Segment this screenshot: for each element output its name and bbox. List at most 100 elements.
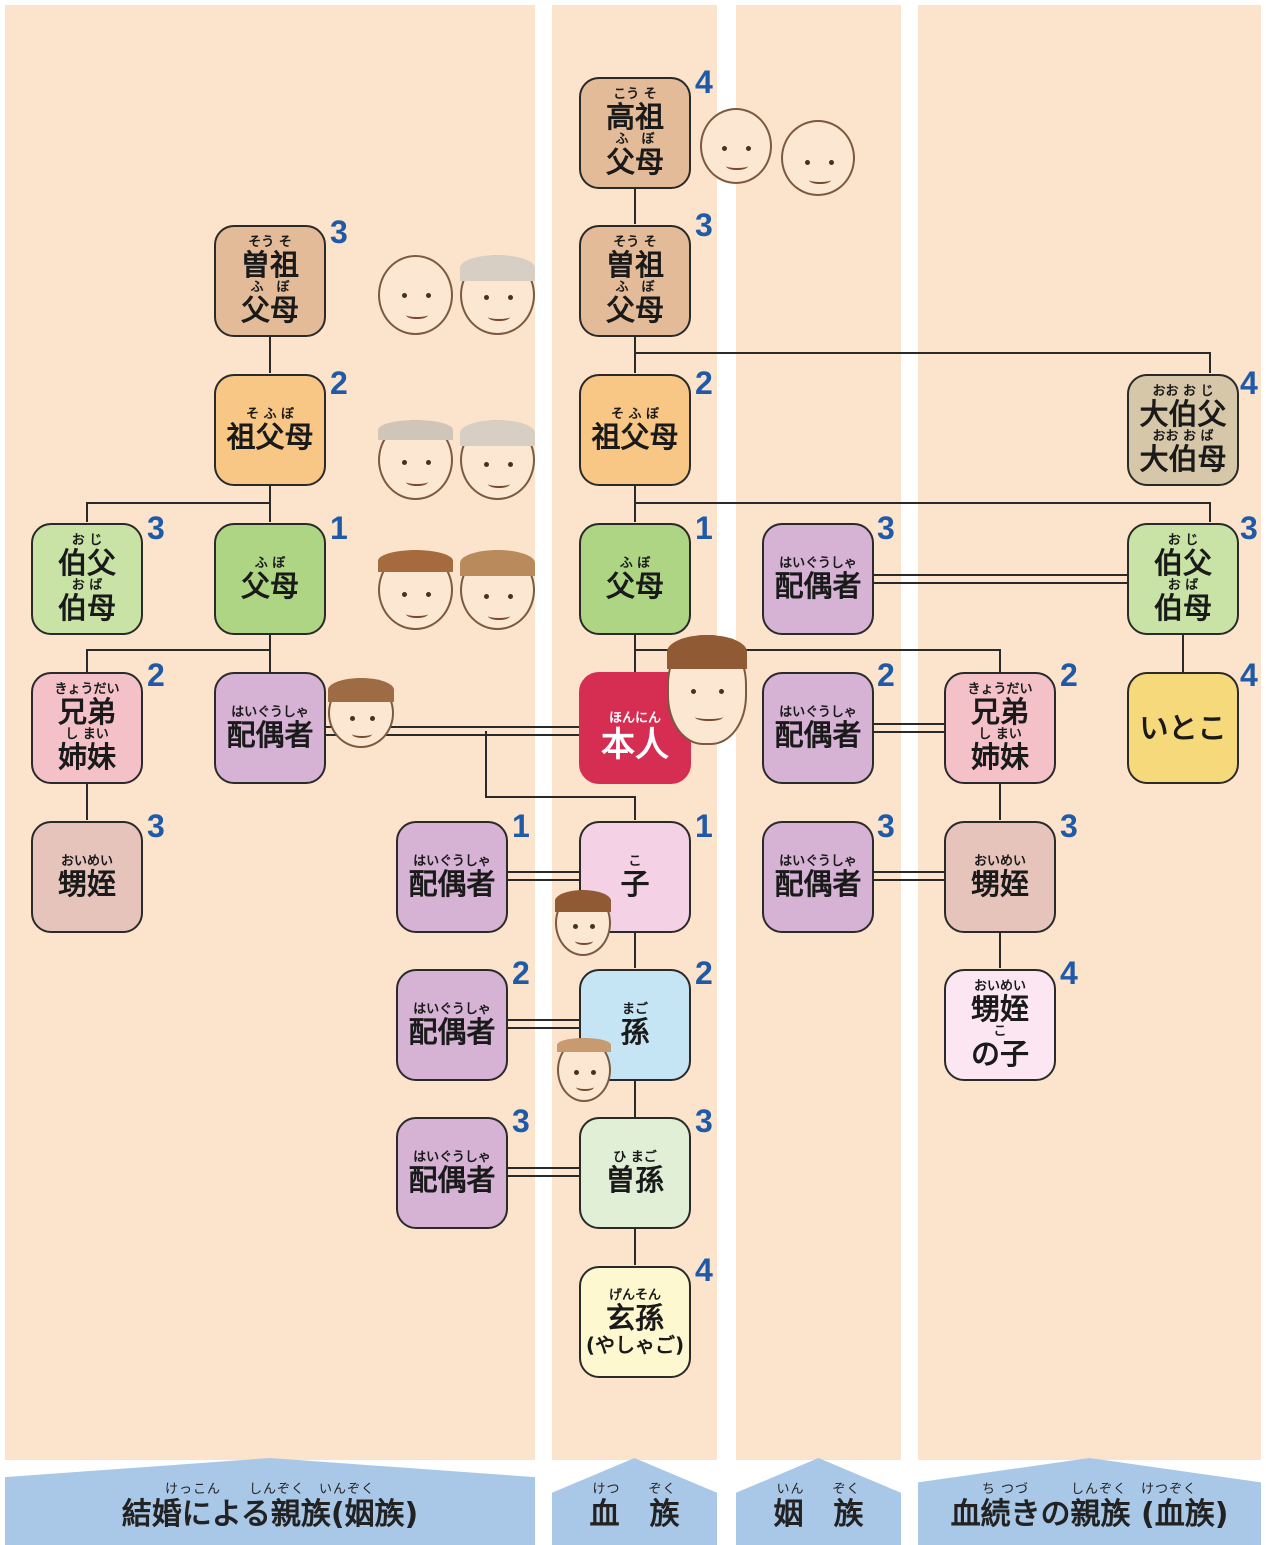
relation-label: 配偶者 (408, 1162, 496, 1197)
furigana: はいぐうしゃ (779, 853, 857, 869)
furigana: そう そ (613, 235, 657, 250)
degree-number: 1 (330, 510, 348, 546)
degree-number: 2 (695, 365, 713, 401)
relation-label: (やしゃご) (585, 1332, 685, 1357)
spouse-node: はいぐうしゃ 配偶者 (214, 672, 326, 784)
grand-uncle-aunt-node: おお お じ 大伯父 おお お ば 大伯母 (1127, 374, 1239, 486)
furigana: お じ (1167, 533, 1199, 548)
relation-label: 父母 (240, 293, 299, 327)
grandmother-face-icon (460, 420, 535, 500)
furigana: はいぐうしゃ (413, 1149, 491, 1165)
relation-label: 姉妹 (970, 740, 1029, 774)
cousin-node: いとこ (1127, 672, 1239, 784)
furigana: ふ ぼ (250, 280, 290, 295)
relation-label: 大伯母 (1139, 442, 1227, 476)
tab-ruby: いん ぞく (776, 1482, 861, 1497)
furigana: し まい (65, 727, 109, 742)
furigana: お じ (71, 533, 103, 548)
furigana: ふ ぼ (619, 555, 651, 571)
degree-number: 3 (1240, 510, 1258, 546)
relation-label: 伯母 (1153, 591, 1212, 625)
relation-label: 父母 (605, 568, 664, 603)
nephew-niece-node: おいめい 甥姪 (944, 821, 1056, 933)
self-face-icon (667, 635, 747, 745)
relation-label: 兄弟 (57, 695, 116, 729)
relation-label: 配偶者 (774, 568, 862, 603)
relation-label: 祖父母 (591, 419, 679, 454)
relation-label: いとこ (1139, 710, 1227, 745)
left-uncle-aunt-node: お じ 伯父 お ば 伯母 (31, 523, 143, 635)
tab-label: 結婚による親族(姻族) (121, 1497, 419, 1532)
degree-number: 2 (1060, 657, 1078, 693)
great-great-grandchild-node: げんそん 玄孫 (やしゃご) (579, 1266, 691, 1378)
great-grandmother-face-icon (460, 255, 535, 335)
left-great-grandparents-node: そう そ 曽祖 ふ ぼ 父母 (214, 225, 326, 337)
relation-label: 甥姪 (57, 866, 116, 901)
relation-label: 姉妹 (57, 740, 116, 774)
furigana: そ ふ ぼ (245, 406, 295, 422)
furigana: し まい (978, 727, 1022, 742)
furigana: ほんにん (608, 711, 661, 726)
left-nephew-niece-node: おいめい 甥姪 (31, 821, 143, 933)
furigana: ひ まご (613, 1149, 657, 1165)
furigana: げんそん (608, 1287, 661, 1303)
degree-number: 3 (695, 1103, 713, 1139)
degree-number: 1 (512, 808, 530, 844)
great-grandfather-face-icon (378, 255, 453, 335)
degree-number: 4 (1060, 955, 1078, 991)
degree-number: 2 (330, 365, 348, 401)
furigana: おいめい (973, 979, 1026, 994)
tab-label: 姻 族 (773, 1497, 864, 1532)
furigana: おいめい (973, 853, 1026, 869)
degree-number: 4 (695, 1252, 713, 1288)
relation-label: 祖父母 (226, 419, 314, 454)
great-grandchild-node: ひ まご 曽孫 (579, 1117, 691, 1229)
furigana: ふ ぼ (615, 132, 655, 147)
relation-label: 父母 (605, 145, 664, 179)
relation-label: 甥姪 (970, 992, 1029, 1026)
mother-face-icon (460, 550, 535, 630)
furigana: おいめい (60, 853, 113, 869)
degree-number: 3 (330, 214, 348, 250)
uncle-spouse-node: はいぐうしゃ 配偶者 (762, 523, 874, 635)
furigana: はいぐうしゃ (231, 704, 309, 720)
sibling-spouse-node: はいぐうしゃ 配偶者 (762, 672, 874, 784)
relation-label: の子 (970, 1037, 1029, 1071)
relation-label: 曽孫 (605, 1162, 664, 1197)
furigana: はいぐうしゃ (779, 704, 857, 720)
grandparents-node: そ ふ ぼ 祖父母 (579, 374, 691, 486)
furigana: こ (628, 853, 642, 869)
tab-marriage-relatives: けっこん しんぞく いんぞく 結婚による親族(姻族) (5, 1458, 535, 1545)
furigana: こ (993, 1024, 1007, 1039)
tab-ruby: けつ ぞく (592, 1482, 677, 1497)
left-grandparents-node: そ ふ ぼ 祖父母 (214, 374, 326, 486)
furigana: そう そ (248, 235, 292, 250)
child-face-icon (555, 890, 611, 956)
left-siblings-node: きょうだい 兄弟 し まい 姉妹 (31, 672, 143, 784)
furigana: まご (621, 1001, 648, 1017)
degree-number: 3 (147, 808, 165, 844)
degree-number: 2 (695, 955, 713, 991)
relation-label: 曽祖 (240, 248, 299, 282)
relation-label: 曽祖 (605, 248, 664, 282)
siblings-node: きょうだい 兄弟 し まい 姉妹 (944, 672, 1056, 784)
father-face-icon (378, 550, 453, 630)
degree-number: 2 (877, 657, 895, 693)
grandchild-spouse-node: はいぐうしゃ 配偶者 (396, 969, 508, 1081)
furigana: おお お じ (1152, 384, 1214, 399)
degree-number: 3 (877, 808, 895, 844)
tab-ruby: ち つづ しんぞく けつぞく (981, 1482, 1198, 1497)
degree-number: 1 (695, 808, 713, 844)
relation-label: 伯母 (57, 591, 116, 625)
relation-label: 本人 (601, 725, 669, 765)
great-great-grandmother-face-icon (781, 120, 855, 196)
furigana: はいぐうしゃ (779, 555, 857, 571)
furigana: きょうだい (54, 682, 120, 697)
furigana: きょうだい (967, 682, 1033, 697)
relation-label: 伯父 (1153, 546, 1212, 580)
degree-number: 4 (695, 64, 713, 100)
furigana: そ ふ ぼ (610, 406, 660, 422)
relation-label: 配偶者 (774, 866, 862, 901)
furigana: おお お ば (1152, 429, 1214, 444)
great-grandparents-node: そう そ 曽祖 ふ ぼ 父母 (579, 225, 691, 337)
